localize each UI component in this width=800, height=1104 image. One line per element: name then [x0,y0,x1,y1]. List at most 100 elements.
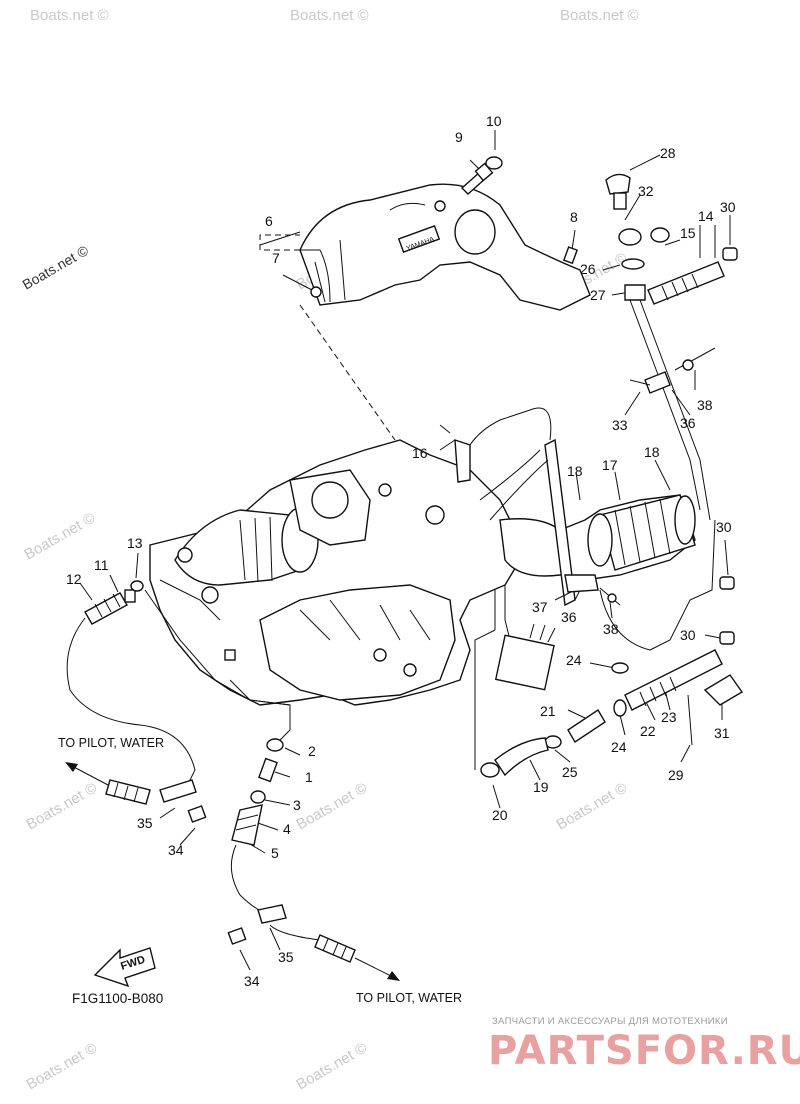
callout: 35 [278,949,294,965]
lower-boss-2 [403,663,417,677]
joint-21 [567,709,606,743]
callout: 25 [562,764,578,780]
diagram-code: F1G1100-B080 [72,991,163,1006]
hose-23 [624,649,723,711]
cover-hatching [300,239,346,303]
leader-25 [554,749,571,763]
leader-20-bracket [474,629,496,770]
callout: 32 [638,183,654,199]
clip-34a [187,805,207,823]
partsfor-logo: ЗАПЧАСТИ И АКСЕССУАРЫ ДЛЯ МОТОТЕХНИКИ PA… [488,1016,800,1074]
leader-16 [439,439,456,451]
arrow-top-head [65,762,78,772]
leader-35b [269,927,281,951]
leader-26 [602,264,621,271]
pilot-hose-top [66,617,196,791]
callout: 19 [533,779,549,795]
callout: 22 [640,723,656,739]
tie-38a [674,347,716,371]
clamp-24a [611,662,629,674]
leader-11 [109,574,119,593]
callout: 16 [412,445,428,461]
leader-35a [159,807,176,819]
clamp-36b [564,574,599,593]
leader-13 [135,552,139,579]
hose-4-ribs [235,814,259,831]
callout: 24 [566,652,582,668]
callout: 20 [492,807,508,823]
exhaust-cover [299,183,591,311]
notes-layer: TO PILOT, WATER TO PILOT, WATER F1G1100-… [58,736,462,1006]
arrow-bottom-line [354,957,396,979]
callout: 30 [720,199,736,215]
hose-14 [647,261,725,305]
clamp-36a [644,371,671,394]
watermark: Boats.net © [20,242,92,293]
leader-18a [575,471,581,501]
leader-6 [259,231,301,246]
arrow-bottom-head [387,971,400,981]
watermark: Boats.net © [554,779,631,833]
hose-band-left [587,513,613,567]
leader-15 [664,239,681,246]
pilot-outlet-bottom [314,934,356,963]
pilot-outlet-top [105,779,151,805]
fitting-27 [624,284,646,301]
clamp-30b [719,576,735,590]
pilot-hose-bottom [230,844,271,916]
leader-21 [567,709,586,719]
callout: 6 [265,213,273,229]
box-terminals [529,623,556,643]
strap-15 [650,227,670,243]
tie-29 [687,694,693,746]
clamp-20 [480,762,500,778]
logo-tagline: ЗАПЧАСТИ И АКСЕССУАРЫ ДЛЯ МОТОТЕХНИКИ [492,1016,728,1027]
small-parts [65,156,744,981]
dash-6b [259,234,300,251]
clamp-2 [266,738,284,752]
callout: 7 [272,250,280,266]
cap-10 [485,156,503,170]
callout: 24 [611,739,627,755]
callout: 9 [455,129,463,145]
leader-29 [680,744,691,763]
filler-neck-28 [613,192,627,210]
leader-24b [619,714,626,736]
callout: 18 [644,444,660,460]
callout: 10 [486,113,502,129]
hose-band-right [674,495,696,545]
callout: 23 [661,709,677,725]
callout: 3 [293,797,301,813]
hose-12-ribs [94,593,121,618]
callout: 38 [603,621,619,637]
hose-16-bend [469,407,552,446]
clamp-30a [722,247,738,261]
bracket-31 [703,674,744,706]
vent-hose-lower [649,519,716,651]
callout: 11 [94,557,109,573]
fitting-1 [258,757,278,783]
tie-38a-head [682,359,694,371]
callout: 30 [716,519,732,535]
watermark: Boats.net © [30,7,109,24]
leader-3 [264,799,291,806]
frame-boss [201,586,219,604]
watermark: Boats.net © [22,509,99,563]
manifold-boss [425,505,445,525]
callout: 29 [668,767,684,783]
hose-16 [454,439,471,483]
clamp-24b [613,699,627,717]
callout: 26 [580,261,596,277]
vent-hose-2 [639,299,711,521]
leader-38b [609,601,613,619]
callout: 14 [698,208,714,224]
pilot-water-note-bottom: TO PILOT, WATER [356,991,462,1005]
frame-line-2 [159,579,221,621]
leader-12 [79,582,93,601]
leader-7 [282,274,313,291]
cover-bolt-hole [434,200,446,212]
callout: 34 [168,842,184,858]
manifold-boss-2 [378,483,392,497]
leader-22 [644,699,656,721]
